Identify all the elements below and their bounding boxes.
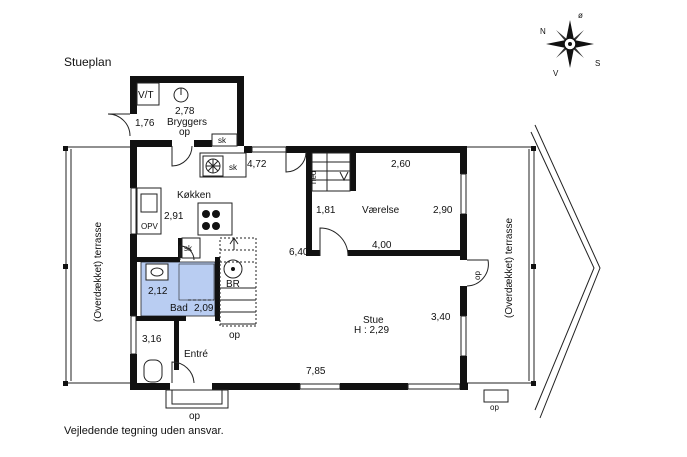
right-terrace-label: (Overdækket) terrasse — [504, 218, 515, 318]
sk-label-1: sk — [218, 136, 227, 145]
dim-bryggers-width: 2,78 — [175, 106, 195, 117]
op-entry: op — [189, 411, 201, 422]
dim-stue-bottom: 7,85 — [306, 366, 326, 377]
dim-kitchen-width: 4,72 — [247, 159, 267, 170]
dim-bedroom-top: 2,60 — [391, 159, 411, 170]
op-bottom-right: op — [490, 403, 499, 412]
compass-n: N — [540, 27, 546, 36]
kitchen-left-counter — [136, 187, 162, 235]
dim-entre: 3,16 — [142, 334, 162, 345]
doors — [107, 113, 489, 384]
disclaimer: Vejledende tegning uden ansvar. — [64, 425, 224, 437]
kitchen-counter-top — [199, 152, 247, 178]
dim-stue-right: 3,40 — [431, 312, 451, 323]
op-right-door: op — [473, 271, 482, 280]
entry-step-inner — [171, 389, 223, 405]
op-bryggers: op — [179, 127, 191, 138]
dim-bath-depth: 2,09 — [194, 303, 214, 314]
dim-bryggers-depth: 1,76 — [135, 118, 155, 129]
room-bryggers: Bryggers — [167, 117, 207, 128]
dim-640: 6,40 — [289, 247, 309, 258]
room-entre: Entré — [184, 349, 208, 360]
op-stair: op — [229, 330, 241, 341]
left-terrace: (Overdækket) terrasse — [63, 146, 130, 386]
dim-bedroom-bottom: 4,00 — [372, 240, 392, 251]
dim-kitchen-depth: 2,91 — [164, 211, 184, 222]
dim-bath-width: 2,12 — [148, 286, 168, 297]
compass-v: V — [553, 69, 559, 78]
sk-cabinet-3 — [181, 237, 201, 259]
plan-title: Stueplan — [64, 55, 111, 69]
compass-rose-icon: N ø S V — [540, 11, 600, 78]
vt-label: V/T — [138, 90, 154, 101]
kitchen-sink-icon — [140, 193, 158, 213]
br-label: BR — [226, 279, 240, 290]
room-kokken: Køkken — [177, 190, 211, 201]
right-step — [483, 389, 509, 403]
dim-bedroom-left: 1,81 — [316, 205, 336, 216]
sk-label-2: sk — [229, 163, 238, 172]
entry-step — [165, 389, 229, 409]
main-stair — [219, 237, 257, 327]
stove-icon — [197, 202, 233, 236]
right-terrace: (Overdækket) terrasse — [466, 124, 601, 419]
sk-cabinet-1 — [211, 133, 238, 147]
ned-label: ned — [309, 171, 318, 184]
vt-box — [136, 82, 160, 106]
toilet-icon — [143, 359, 163, 383]
stue-height: H : 2,29 — [354, 325, 389, 336]
room-bad: Bad — [170, 303, 188, 314]
opv-label: OPV — [141, 222, 159, 231]
bedroom-stair — [311, 152, 351, 192]
compass-s: S — [595, 59, 600, 68]
room-stue: Stue — [363, 315, 384, 326]
bath-sink-icon — [145, 263, 169, 281]
left-terrace-label: (Overdækket) terrasse — [93, 222, 104, 322]
dim-bedroom-right: 2,90 — [433, 205, 453, 216]
boiler-icon — [223, 259, 243, 279]
compass-o: ø — [578, 11, 583, 20]
sk-label-3: sk — [184, 244, 193, 253]
fan-icon — [202, 155, 224, 177]
walls — [130, 76, 468, 390]
room-vaerelse: Værelse — [362, 205, 400, 216]
